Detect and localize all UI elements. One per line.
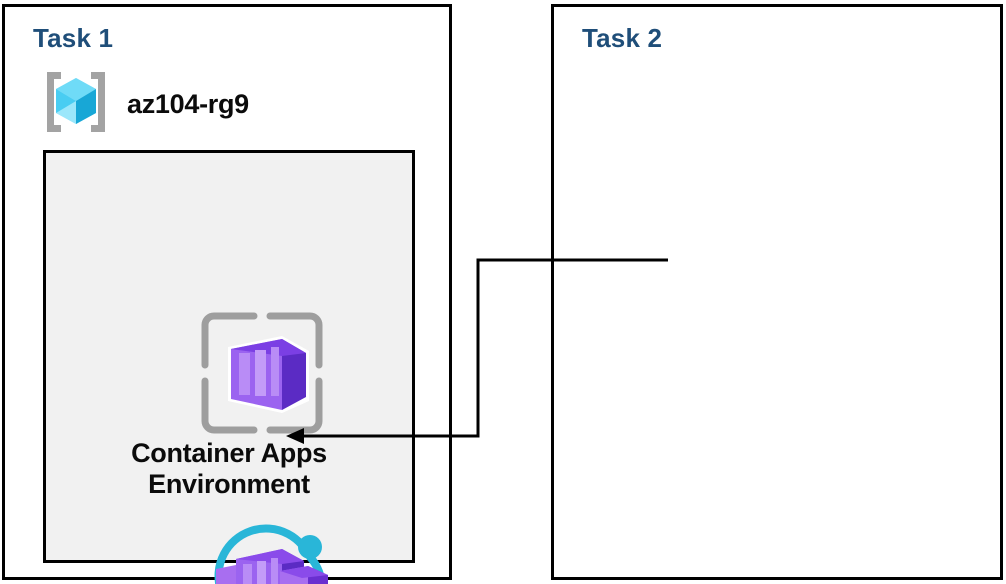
caption-line-1: Container Apps: [131, 438, 327, 468]
resource-group-icon: [39, 65, 113, 144]
resource-group-row: az104-rg9: [39, 65, 249, 144]
task-1-inner-box: Container Apps Environment: [43, 150, 415, 584]
task-2-panel: Task 2 Test and verify: [551, 4, 1003, 580]
task-1-title: Task 1: [33, 23, 114, 53]
caption-line-2: Environment: [148, 469, 310, 500]
resource-group-label: az104-rg9: [127, 89, 249, 119]
task-2-title: Task 2: [582, 23, 663, 53]
container-apps-environment-icon: [198, 309, 326, 442]
container-app-icon: [206, 523, 334, 584]
task-1-panel: Task 1 az104-rg9: [2, 4, 452, 584]
container-apps-environment-caption: Container Apps Environment: [46, 438, 412, 501]
